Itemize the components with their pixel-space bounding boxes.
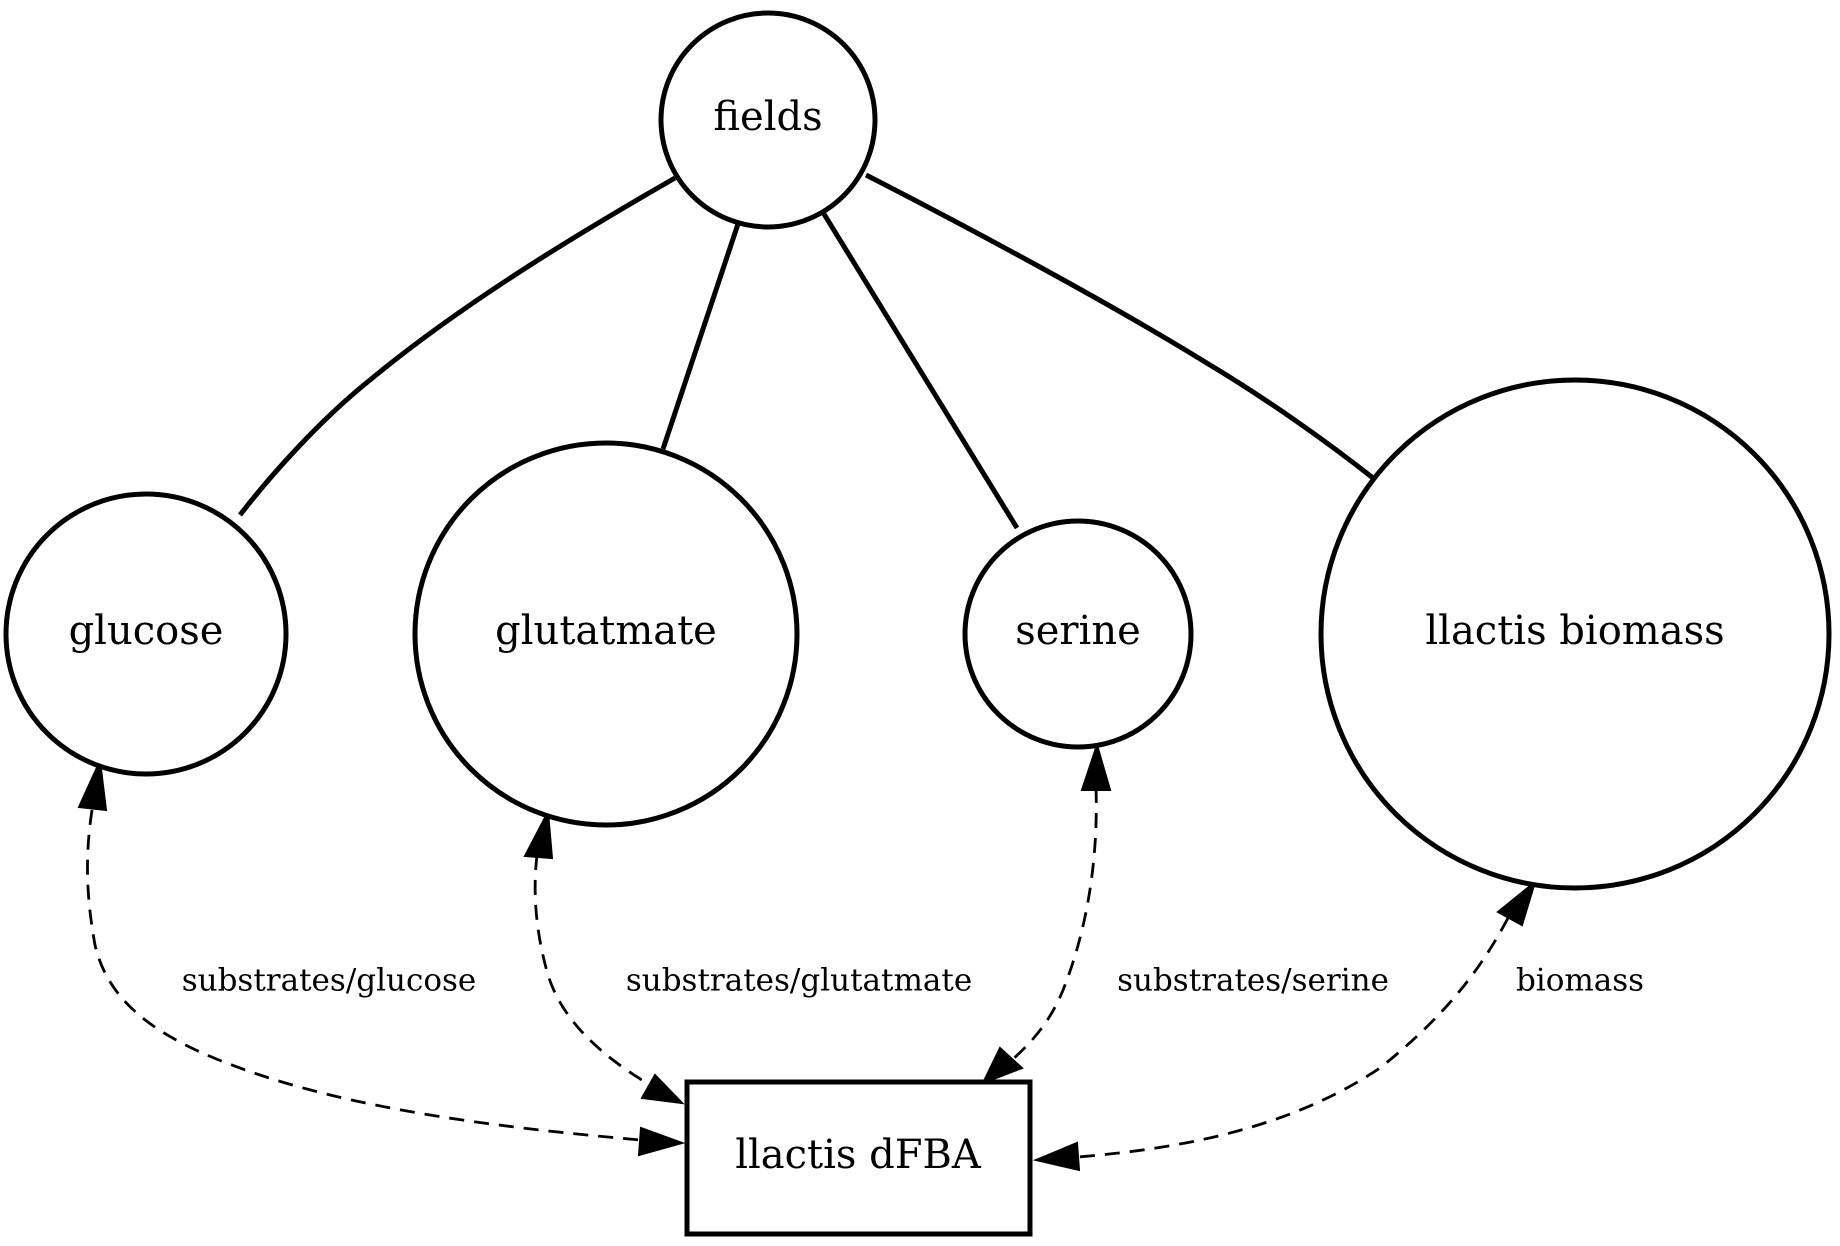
node-dfba-process-box [684,1079,1033,1237]
node-serine-circle [962,518,1194,750]
arrowhead-biomass-end [1496,879,1537,927]
edge-label-glucose: substrates/glucose [182,963,477,999]
node-dfba-process-label: llactis dFBA [735,1132,982,1178]
arrowhead-glucose-dfba [637,1126,686,1157]
node-glucose-label: glucose [69,608,224,654]
node-biomass-label: llactis biomass [1425,608,1724,654]
hierarchy-edges [238,172,1375,530]
edge-dfba-glucose [86,809,641,1142]
edge-label-serine: substrates/serine [1117,963,1389,999]
arrowheads [77,741,1537,1172]
node-fields-circle [658,10,878,230]
node-biomass[interactable]: llactis biomass [1318,377,1832,891]
node-fields-label: fields [713,94,822,140]
edge-dfba-glutatmate [533,854,651,1087]
edge-fields-biomass [864,172,1375,480]
node-biomass-circle [1318,377,1832,891]
edge-label-biomass: biomass [1516,963,1644,999]
edge-fields-glucose [238,175,677,517]
edge-fields-serine [821,212,1020,530]
arrowhead-serine-dfba [980,1046,1024,1085]
node-fields[interactable]: fields [658,10,878,230]
node-serine[interactable]: serine [962,518,1194,750]
node-dfba-process[interactable]: llactis dFBA [684,1079,1033,1237]
node-glutatmate[interactable]: glutatmate [412,440,800,828]
node-serine-label: serine [1015,608,1141,654]
port-edges [86,787,1510,1159]
edge-label-glutatmate: substrates/glutatmate [626,963,972,999]
edge-dfba-biomass [1077,917,1510,1159]
node-glucose-circle [3,491,289,777]
edge-fields-glutatmate [660,223,741,450]
arrowhead-biomass-dfba [1032,1141,1081,1172]
arrowhead-glutatmate-dfba [640,1073,685,1105]
node-glutatmate-label: glutatmate [495,608,717,654]
edge-dfba-serine [1011,787,1098,1062]
node-glucose[interactable]: glucose [3,491,289,777]
node-glutatmate-circle [412,440,800,828]
edge-labels: substrates/glucose substrates/glutatmate… [182,963,1644,999]
arrowhead-glutatmate-end [523,808,554,860]
arrowhead-glucose-end [77,757,108,812]
arrowhead-serine-end [1080,741,1112,791]
